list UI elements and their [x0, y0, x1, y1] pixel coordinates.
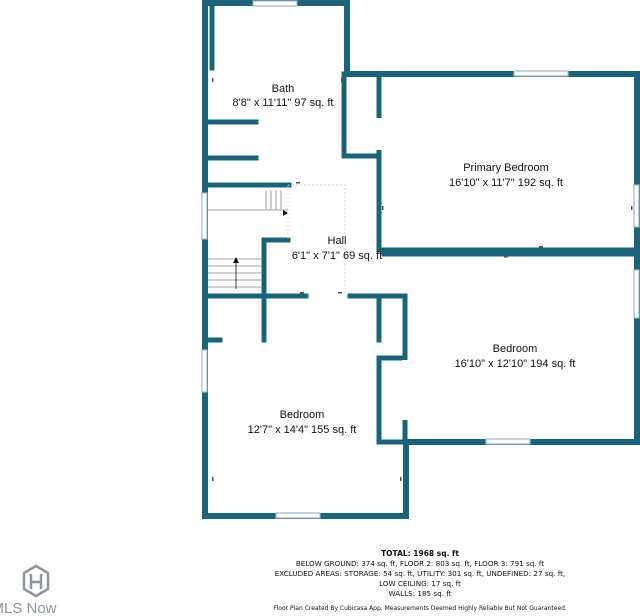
marker: [631, 206, 633, 210]
hall-dims: 6'1" x 7'1" 69 sq. ft: [292, 250, 382, 262]
door-bedroom-right: [402, 360, 409, 420]
closet-wall: [205, 293, 409, 445]
window-bath-top: [252, 0, 298, 7]
room-labels: Bath 8'8" x 11'11" 97 sq. ft Primary Bed…: [233, 83, 576, 436]
window-primary-top: [513, 70, 569, 77]
mls-now-logo: MLS Now: [0, 564, 57, 616]
mls-now-logo-icon: [22, 564, 50, 598]
primary-bedroom-name: Primary Bedroom: [463, 162, 549, 174]
window-bedroom-left: [201, 349, 208, 393]
summary-line-4: WALLS: 185 sq. ft: [388, 589, 451, 598]
window-bedroom-right: [633, 269, 640, 319]
summary-line-1: BELOW GROUND: 374 sq. ft, FLOOR 2: 803 s…: [296, 559, 545, 568]
stair-arrow-top-head: [283, 210, 288, 216]
hall-boundary: [287, 184, 346, 296]
marker: [382, 206, 384, 210]
area-summary: TOTAL: 1968 sq. ft BELOW GROUND: 374 sq.…: [273, 549, 567, 612]
outer-wall: [202, 0, 640, 519]
credit-line: Floor Plan Created By Cubicasa App. Meas…: [273, 605, 567, 612]
hall-name: Hall: [328, 235, 347, 247]
summary-total: TOTAL: 1968 sq. ft: [381, 549, 459, 558]
window-stair-left: [201, 192, 208, 240]
bedroom-right-dims: 16'10" x 12'10" 194 sq. ft: [455, 358, 576, 370]
marker: [338, 292, 342, 294]
marker: [400, 477, 402, 481]
marker: [341, 78, 343, 82]
wall-markers: [212, 78, 633, 481]
marker: [296, 182, 300, 184]
stair-arrow-head: [233, 257, 239, 263]
bath-inner-wall: [205, 2, 292, 188]
bedroom-left-dims: 12'7" x 14'4" 155 sq. ft: [248, 424, 357, 436]
window-bedroom-right-bottom: [485, 438, 531, 445]
logo-text: MLS Now: [0, 600, 57, 616]
marker: [212, 477, 214, 481]
stairs: [208, 190, 288, 289]
marker: [504, 256, 508, 258]
marker: [212, 78, 214, 82]
door-primary-bedroom: [376, 118, 383, 150]
primary-bedroom-wall: [376, 75, 640, 253]
marker: [300, 292, 304, 294]
hall-wall: [205, 237, 408, 445]
bath-name: Bath: [272, 83, 295, 95]
bedroom-left-name: Bedroom: [280, 409, 325, 421]
bedroom-right-name: Bedroom: [493, 343, 538, 355]
walls: [202, 0, 640, 519]
bath-divider-wall: [341, 71, 381, 159]
primary-bedroom-dims: 16'10" x 11'7" 192 sq. ft: [449, 177, 563, 189]
summary-line-2: EXCLUDED AREAS: STORAGE: 54 sq. ft, UTIL…: [275, 569, 565, 578]
window-primary-right: [633, 184, 640, 228]
window-bedroom-left-bottom: [275, 512, 321, 519]
windows: [201, 0, 640, 519]
door-openings: [376, 118, 409, 420]
marker: [539, 246, 543, 248]
summary-line-3: LOW CEILING: 17 sq. ft: [379, 579, 461, 588]
room-boundaries: [287, 184, 346, 296]
bath-dims: 8'8" x 11'11" 97 sq. ft: [233, 97, 334, 109]
